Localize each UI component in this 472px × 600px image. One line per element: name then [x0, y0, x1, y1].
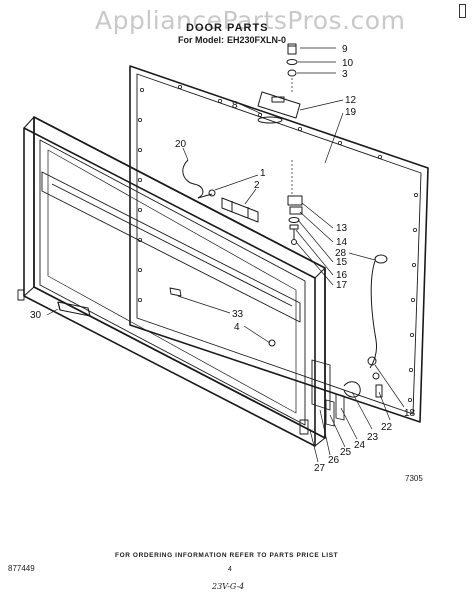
callout-1: 1 — [260, 168, 266, 179]
part-18-lower-hinge — [367, 356, 380, 380]
figure-number: 7305 — [405, 474, 423, 483]
part-8-slot — [257, 116, 283, 124]
part-33-clip — [169, 287, 182, 297]
callout-17: 17 — [336, 280, 348, 291]
handwritten-note: 23V-G-4 — [212, 582, 245, 591]
callout-14: 14 — [336, 237, 348, 248]
part-23-spring — [343, 381, 361, 398]
callout-8: 8 — [232, 100, 238, 111]
part-24-shim — [335, 393, 345, 421]
callout-25: 25 — [340, 447, 352, 458]
callout-3: 3 — [342, 69, 348, 80]
part-4-screw — [268, 339, 276, 347]
door-liner-frame — [129, 65, 429, 423]
callout-16: 16 — [336, 270, 348, 281]
callout-26: 26 — [328, 455, 340, 466]
callout-27: 27 — [314, 463, 326, 474]
parts-13-17-hinge-stack — [287, 160, 303, 245]
outer-door-panel — [17, 116, 326, 447]
document-number: 877449 — [8, 564, 35, 573]
callout-33: 33 — [232, 309, 244, 320]
door-handle-channel — [41, 171, 301, 323]
callout-labels: 9 10 3 12 19 8 20 1 2 13 14 15 16 28 17 … — [30, 44, 416, 474]
part-2-bracket — [221, 197, 259, 223]
callout-15: 15 — [336, 257, 348, 268]
callout-30: 30 — [30, 310, 42, 321]
model-number: EH230FXLN-0 — [227, 35, 287, 45]
part-9-screw — [287, 43, 297, 55]
door-hinge-pins — [17, 289, 309, 435]
part-22-pin — [375, 384, 383, 398]
part-3-nut — [287, 69, 297, 77]
model-line: For Model:EH230FXLN-0 — [175, 35, 286, 45]
callout-20: 20 — [175, 139, 187, 150]
callout-12: 12 — [345, 95, 357, 106]
callout-4: 4 — [234, 322, 240, 333]
part-28-lamp-wire — [369, 254, 388, 369]
part-25-shim — [325, 399, 335, 427]
model-label: For Model: — [178, 35, 224, 45]
callout-10: 10 — [342, 58, 354, 69]
page-number: 4 — [228, 566, 232, 573]
callout-9: 9 — [342, 44, 348, 55]
door-gasket — [311, 359, 331, 411]
part-12-hinge-plate — [257, 91, 301, 119]
callout-23: 23 — [367, 432, 379, 443]
diagram-title: DOOR PARTS — [186, 22, 269, 34]
callout-28: 28 — [335, 248, 347, 259]
footer-note: FOR ORDERING INFORMATION REFER TO PARTS … — [115, 552, 339, 559]
callout-22: 22 — [381, 422, 393, 433]
callout-24: 24 — [354, 440, 366, 451]
part-10-washer — [286, 59, 298, 65]
callout-2: 2 — [254, 180, 260, 191]
corner-marker — [459, 4, 466, 18]
callout-19: 19 — [345, 107, 357, 118]
part-20-wire — [182, 159, 216, 199]
callout-13: 13 — [336, 223, 348, 234]
liner-screw-holes — [137, 85, 418, 402]
watermark: AppliancePartsPros.com — [95, 6, 406, 35]
callout-leaders — [46, 47, 405, 463]
part-30-handle — [57, 301, 91, 317]
callout-18: 18 — [404, 408, 416, 419]
